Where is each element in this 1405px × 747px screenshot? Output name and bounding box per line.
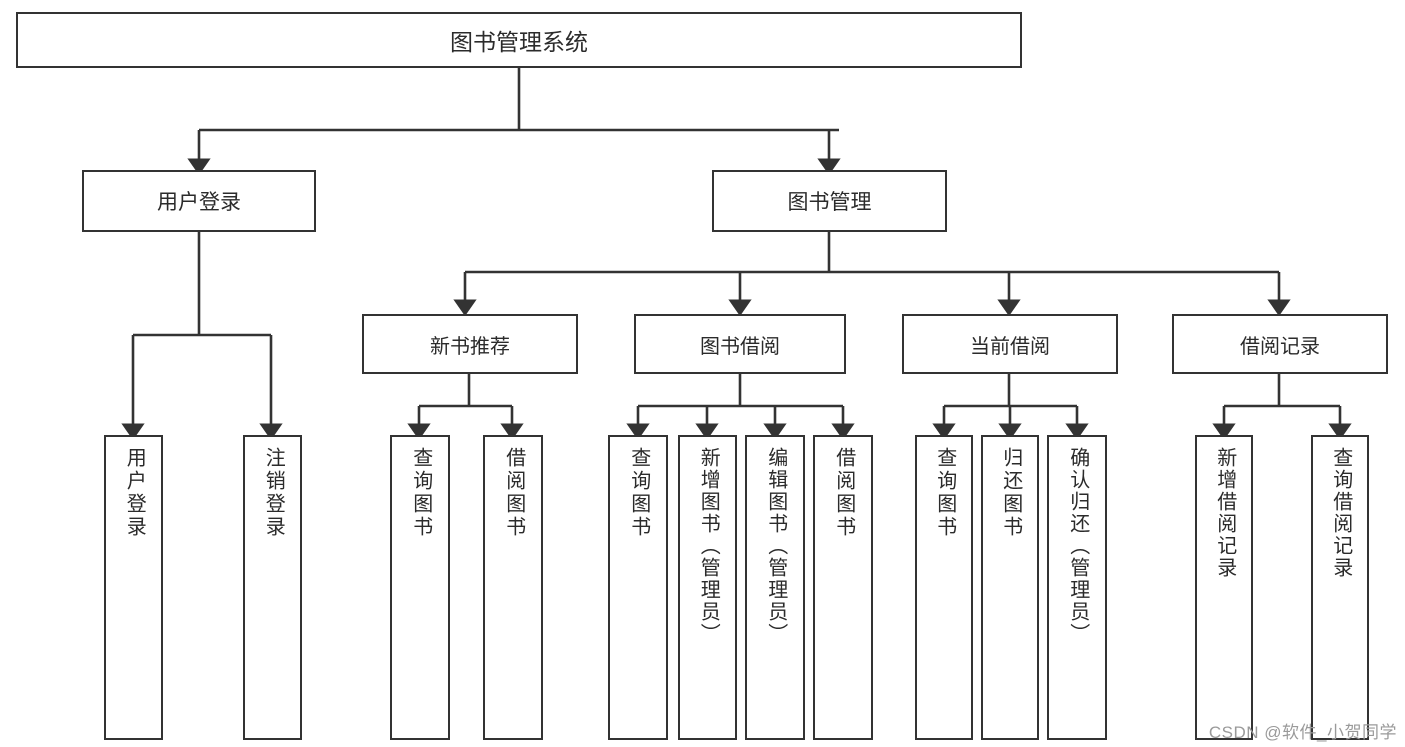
node-label: 确认归还（管理员） bbox=[1066, 447, 1089, 645]
node-label: 查询借阅记录 bbox=[1329, 447, 1352, 579]
leaf-book-borrow-borrow-book[interactable]: 借阅图书 bbox=[813, 435, 873, 740]
leaf-book-borrow-add-book-admin[interactable]: 新增图书（管理员） bbox=[678, 435, 737, 740]
leaf-current-borrow-return-book[interactable]: 归还图书 bbox=[981, 435, 1039, 740]
watermark-text: CSDN @软件_小贺同学 bbox=[1208, 723, 1397, 742]
node-root-book-management-system[interactable]: 图书管理系统 bbox=[16, 12, 1022, 68]
node-label: 新书推荐 bbox=[430, 335, 510, 358]
node-label: 借阅图书 bbox=[832, 447, 855, 539]
node-label: 新增借阅记录 bbox=[1213, 447, 1236, 579]
leaf-user-login-logout[interactable]: 注销登录 bbox=[243, 435, 302, 740]
node-label: 借阅图书 bbox=[502, 447, 525, 539]
node-label: 当前借阅 bbox=[970, 335, 1050, 358]
node-current-borrow[interactable]: 当前借阅 bbox=[902, 314, 1118, 374]
leaf-new-book-query-book[interactable]: 查询图书 bbox=[390, 435, 450, 740]
leaf-borrow-record-query-record[interactable]: 查询借阅记录 bbox=[1311, 435, 1369, 740]
node-borrow-record[interactable]: 借阅记录 bbox=[1172, 314, 1388, 374]
node-user-login[interactable]: 用户登录 bbox=[82, 170, 316, 232]
leaf-book-borrow-edit-book-admin[interactable]: 编辑图书（管理员） bbox=[745, 435, 805, 740]
node-book-management[interactable]: 图书管理 bbox=[712, 170, 947, 232]
node-label: 归还图书 bbox=[999, 447, 1022, 539]
node-label: 借阅记录 bbox=[1240, 335, 1320, 358]
node-label: 编辑图书（管理员） bbox=[764, 447, 787, 645]
leaf-user-login-login[interactable]: 用户登录 bbox=[104, 435, 163, 740]
node-label: 查询图书 bbox=[933, 447, 956, 539]
leaf-new-book-borrow-book[interactable]: 借阅图书 bbox=[483, 435, 543, 740]
node-label: 用户登录 bbox=[123, 447, 146, 539]
leaf-borrow-record-add-record[interactable]: 新增借阅记录 bbox=[1195, 435, 1253, 740]
node-label: 用户登录 bbox=[157, 191, 241, 214]
node-label: 图书管理 bbox=[787, 191, 872, 214]
node-book-borrow[interactable]: 图书借阅 bbox=[634, 314, 846, 374]
node-label: 图书管理系统 bbox=[450, 29, 588, 55]
node-label: 查询图书 bbox=[409, 447, 432, 539]
leaf-current-borrow-confirm-return-admin[interactable]: 确认归还（管理员） bbox=[1047, 435, 1107, 740]
node-new-book-recommend[interactable]: 新书推荐 bbox=[362, 314, 578, 374]
leaf-book-borrow-query-book[interactable]: 查询图书 bbox=[608, 435, 668, 740]
node-label: 查询图书 bbox=[627, 447, 650, 539]
leaf-current-borrow-query-book[interactable]: 查询图书 bbox=[915, 435, 973, 740]
node-label: 新增图书（管理员） bbox=[697, 447, 720, 645]
node-label: 图书借阅 bbox=[700, 335, 780, 358]
node-label: 注销登录 bbox=[262, 447, 285, 539]
